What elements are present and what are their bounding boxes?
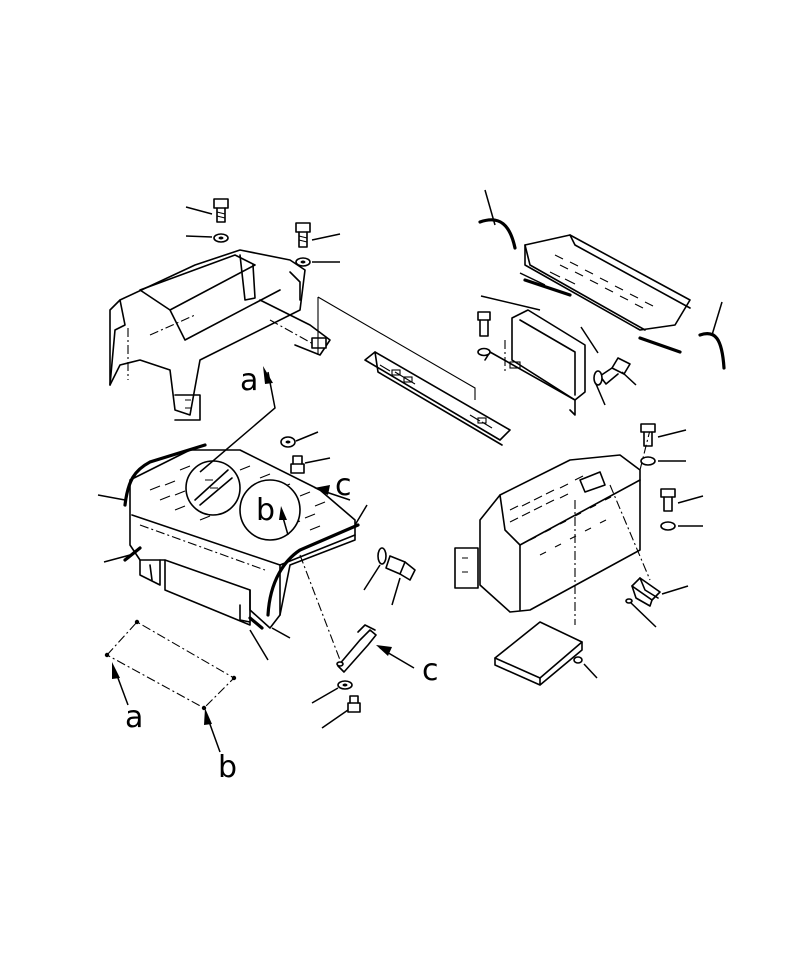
right-bolts <box>640 423 704 531</box>
seal-lower-left-3 <box>266 523 360 617</box>
handle-part <box>625 577 689 628</box>
callout-b-bottom: b <box>218 750 237 785</box>
leader-washer-1 <box>185 235 213 238</box>
callout-b-detail: b <box>256 493 275 528</box>
leader-bolt-2 <box>311 233 341 241</box>
lower-left-cover <box>129 449 356 629</box>
right-cover <box>454 429 651 625</box>
washer-lower-mid-1 <box>280 431 319 448</box>
seal-lower-left-2 <box>123 546 142 562</box>
leader-strip-top <box>484 189 496 226</box>
bracket-c <box>299 554 377 673</box>
callout-c-bottom: c <box>422 653 439 688</box>
arrow-a-bottom <box>112 662 129 706</box>
arrow-a-top <box>199 366 276 473</box>
leader-seal-5 <box>354 504 368 526</box>
upper-right-grille <box>524 234 691 331</box>
mounting-plate <box>480 295 599 416</box>
seal-lower-left-4 <box>248 616 264 630</box>
arrow-c-bottom <box>376 645 415 669</box>
washer-upper-left-2 <box>295 257 311 267</box>
leader-strip-2 <box>519 272 546 286</box>
leader-strip-right <box>711 301 723 336</box>
upper-left-cover <box>109 249 331 421</box>
bolt-upper-left-1 <box>213 198 229 223</box>
bolt-upper-left-2 <box>295 222 311 248</box>
seal-strip-right <box>698 332 726 370</box>
washer-lower-2 <box>311 680 353 704</box>
seal-strip-right-2 <box>638 336 682 354</box>
bolt-center <box>477 311 491 357</box>
washer-upper-left-1 <box>213 233 229 243</box>
bolt-lower-mid-2 <box>363 547 416 606</box>
callout-a-top: a <box>240 363 258 398</box>
bolt-lower-mid-1 <box>290 455 331 474</box>
center-bracket <box>317 296 511 446</box>
arrow-c-top <box>314 485 351 501</box>
leader-seal-2 <box>103 554 131 563</box>
seal-strip-top-2 <box>523 278 572 297</box>
seal-strip-top <box>478 218 517 250</box>
leader-seal-1 <box>97 494 126 501</box>
leader-seal-3 <box>271 627 291 639</box>
leader-bolt-1 <box>185 206 213 215</box>
callout-c-top: c <box>335 468 352 503</box>
bolt-right-diagonal <box>593 357 637 406</box>
detail-circle-a <box>185 460 241 516</box>
seal-lower-left-1 <box>123 443 207 507</box>
right-cover-plate <box>494 621 598 686</box>
arrow-b-bottom <box>204 708 221 753</box>
leader-seal-4 <box>249 629 269 661</box>
bottom-plate <box>104 619 237 711</box>
bolt-lower-2 <box>321 695 361 729</box>
arrow-b-detail <box>279 506 289 536</box>
callout-a-bottom: a <box>125 700 143 735</box>
